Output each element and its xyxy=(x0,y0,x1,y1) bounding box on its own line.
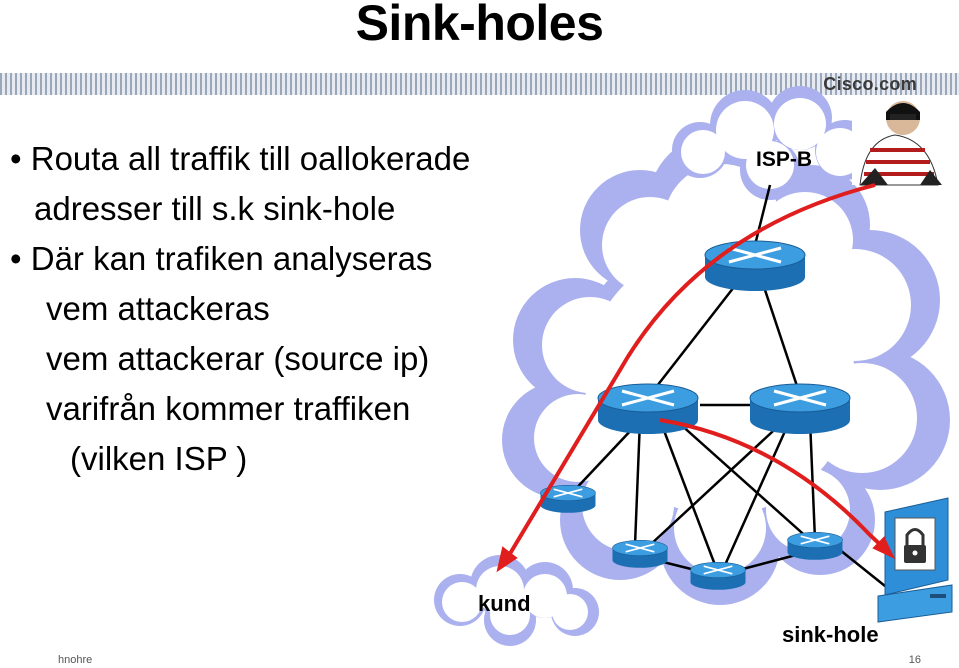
bullet-line-1: • Routa all traffik till oallokerade xyxy=(10,140,471,177)
backbone-cloud xyxy=(502,133,950,605)
attack-path xyxy=(496,183,896,573)
bullet-line-7: (vilken ISP ) xyxy=(70,440,248,477)
bullet-line-5: vem attackerar (source ip) xyxy=(46,340,430,377)
page-title: Sink-holes xyxy=(355,0,604,51)
attacker-icon xyxy=(852,95,942,186)
bullet-line-3: • Där kan trafiken analyseras xyxy=(10,240,433,277)
sinkhole-computer-icon xyxy=(877,497,953,623)
bullet-line-6: varifrån kommer traffiken xyxy=(46,390,411,427)
bullet-list: • Routa all traffik till oallokerade adr… xyxy=(10,134,470,484)
footer-author: hnohre xyxy=(58,654,93,666)
brand-logo: Cisco.com xyxy=(823,74,917,94)
router-edge-bottom-right xyxy=(786,531,844,561)
router-edge-bottom-left xyxy=(611,539,669,569)
router-core-right xyxy=(748,382,852,436)
sinkhole-label: sink-hole xyxy=(782,622,879,647)
bullet-line-2: adresser till s.k sink-hole xyxy=(34,190,396,227)
customer-label: kund xyxy=(478,591,531,616)
router-core-top xyxy=(703,239,807,293)
bullet-line-4: vem attackeras xyxy=(46,290,270,327)
isp-b-label: ISP-B xyxy=(756,148,812,171)
customer-cloud xyxy=(434,555,599,646)
bullet-marker: • xyxy=(10,140,22,177)
page-number: 16 xyxy=(908,654,921,666)
router-edge-bottom xyxy=(689,561,747,591)
header-band xyxy=(0,73,959,95)
bullet-marker: • xyxy=(10,240,22,277)
